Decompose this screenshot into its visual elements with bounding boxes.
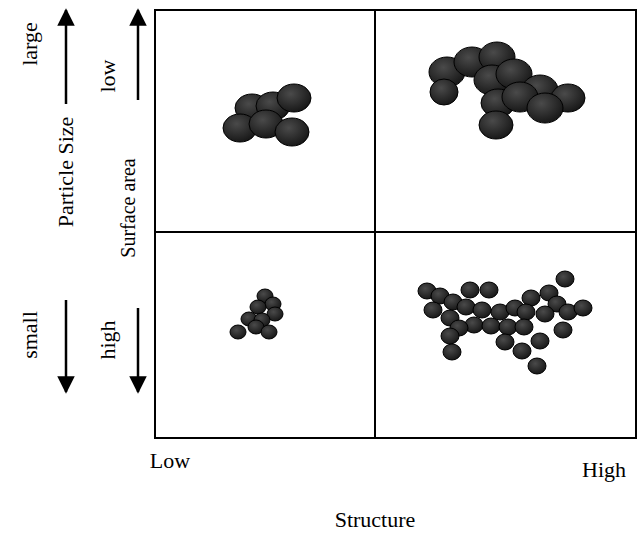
axis-end-label: large — [19, 22, 41, 66]
large-high-structure-cluster — [429, 42, 585, 139]
axis-end-label: High — [582, 459, 626, 481]
axis-title: Structure — [335, 509, 416, 531]
quadrant-grid — [155, 10, 636, 438]
axis-title: Particle Size — [55, 117, 77, 228]
small-low-structure-cluster — [230, 289, 283, 339]
small-high-structure-cluster — [418, 271, 592, 374]
axis-end-label: Low — [150, 450, 190, 472]
axis-end-label: small — [19, 311, 41, 359]
axis-end-label: high — [97, 320, 119, 359]
large-low-structure-cluster — [223, 84, 311, 146]
axis-title: Surface area — [118, 158, 138, 257]
axis-end-label: low — [97, 60, 119, 93]
particle-clusters — [223, 42, 592, 374]
